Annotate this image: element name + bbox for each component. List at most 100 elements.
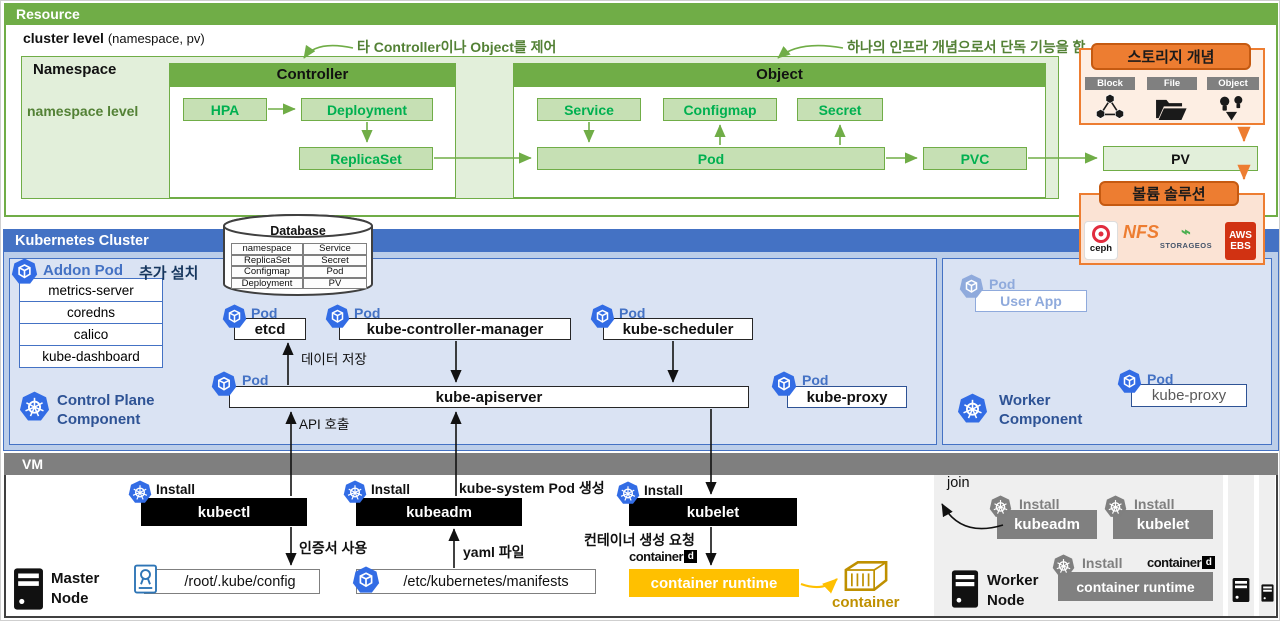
install-label: Install [1019, 496, 1060, 512]
pod-icon [11, 258, 38, 285]
control-plane-panel [9, 258, 937, 445]
addon-list: metrics-server coredns calico kube-dashb… [19, 278, 163, 368]
extra-server-icon [1261, 583, 1274, 603]
pod-icon [1117, 369, 1142, 394]
storageos-icon: ⌁ [1181, 224, 1191, 241]
node-replicaset: ReplicaSet [299, 147, 433, 170]
pod-label: Pod [802, 372, 829, 388]
db-cell: PV [303, 277, 367, 289]
node-kubeadm-worker: kubeadm [997, 510, 1097, 539]
database-table: namespace Service ReplicaSet Secret Conf… [231, 243, 367, 289]
addon-item: kube-dashboard [20, 345, 162, 367]
addon-item: metrics-server [48, 282, 134, 298]
kube-system-label: kube-system Pod 생성 [459, 480, 605, 496]
node-secret: Secret [797, 98, 883, 121]
node-deployment: Deployment [301, 98, 433, 121]
install-label: Install [371, 482, 411, 497]
database-title: Database [270, 224, 326, 238]
pod-label: Pod [989, 276, 1016, 292]
node-service: Service [537, 98, 641, 121]
pod-label: Pod [619, 305, 646, 321]
pod-icon [352, 566, 380, 594]
worker-server-icon [951, 569, 979, 609]
api-call-label: API 호출 [299, 417, 350, 432]
pod-icon [222, 304, 247, 329]
controller-group-header: Controller [169, 63, 456, 86]
ceph-logo: ceph [1084, 221, 1118, 260]
control-plane-component-label: Control Plane Component [57, 392, 155, 428]
containerd-d-icon: d [1202, 556, 1216, 569]
resource-section-header: Resource [4, 3, 1278, 25]
nfs-logo: NFS [1123, 222, 1159, 242]
db-cell: Service [303, 243, 367, 255]
resource-title: Resource [16, 6, 80, 22]
node-kubeadm-master: kubeadm [356, 498, 522, 526]
node-etcd: etcd [234, 318, 306, 340]
container-icon [841, 558, 891, 594]
install-label: Install [1082, 555, 1123, 571]
kubernetes-wheel-icon [1052, 554, 1075, 577]
db-cell: Pod [303, 266, 367, 278]
kube-config-path: /root/.kube/config [144, 569, 320, 594]
kubernetes-wheel-icon [1104, 495, 1127, 518]
master-node-label: Master Node [51, 570, 100, 607]
join-label: join [947, 475, 970, 491]
extra-server-icon [1232, 577, 1250, 603]
data-store-label: 데이터 저장 [301, 352, 367, 367]
container-label: container [832, 594, 900, 611]
storage-type-object: Object [1207, 77, 1259, 90]
db-cell: Deployment [231, 277, 303, 289]
object-group-header: Object [513, 63, 1046, 86]
kubernetes-wheel-icon [19, 391, 50, 422]
node-pod: Pod [537, 147, 885, 170]
install-label: Install [1134, 496, 1175, 512]
kubernetes-wheel-icon [128, 480, 152, 504]
cert-label: 인증서 사용 [299, 540, 368, 556]
db-cell: Secret [303, 254, 367, 266]
addon-pod-title: Addon Pod [43, 262, 123, 279]
pod-label: Pod [242, 372, 269, 388]
node-kubectl: kubectl [141, 498, 307, 526]
container-request-label: 컨테이너 생성 요청 [584, 532, 695, 548]
aws-ebs-logo: AWS EBS [1225, 222, 1256, 260]
vm-title: VM [22, 456, 43, 472]
block-storage-icon [1094, 93, 1126, 122]
yaml-label: yaml 파일 [463, 544, 525, 560]
node-configmap: Configmap [663, 98, 777, 121]
node-kube-controller-manager: kube-controller-manager [339, 318, 571, 340]
db-cell: namespace [231, 243, 303, 255]
cluster-level-label: cluster level (namespace, pv) [23, 30, 205, 46]
worker-panel [942, 258, 1272, 445]
storage-type-block: Block [1085, 77, 1135, 90]
object-annotation: 하나의 인프라 개념으로서 단독 기능을 함 [847, 39, 1086, 55]
pod-icon [771, 371, 797, 397]
storage-concept-title: 스토리지 개념 [1091, 43, 1251, 70]
namespace-level-label: namespace level [27, 103, 139, 119]
node-pvc: PVC [923, 147, 1027, 170]
manifests-path: /etc/kubernetes/manifests [356, 569, 596, 594]
pod-icon [211, 371, 237, 397]
worker-node-label: Worker Node [987, 572, 1039, 609]
storageos-logo: ⌁ STORAGEOS [1153, 224, 1219, 251]
node-kubelet-worker: kubelet [1113, 510, 1213, 539]
pod-icon [325, 304, 350, 329]
pod-icon [959, 274, 984, 299]
extra-node-panel [1259, 475, 1275, 616]
volume-solution-title: 볼륨 솔루션 [1099, 181, 1239, 206]
addon-item: calico [20, 323, 162, 345]
node-pv: PV [1103, 146, 1258, 171]
db-cell: ReplicaSet [231, 254, 303, 266]
pod-icon [590, 304, 615, 329]
node-kube-apiserver: kube-apiserver [229, 386, 749, 408]
kubernetes-wheel-icon [989, 495, 1012, 518]
vm-section-header: VM [4, 453, 1278, 475]
pod-label: Pod [354, 305, 381, 321]
node-container-runtime-master: container runtime [629, 569, 799, 597]
node-container-runtime-worker: container runtime [1058, 572, 1213, 601]
node-kube-scheduler: kube-scheduler [603, 318, 753, 340]
containerd-d-icon: d [684, 550, 698, 563]
object-storage-icon [1216, 93, 1247, 122]
